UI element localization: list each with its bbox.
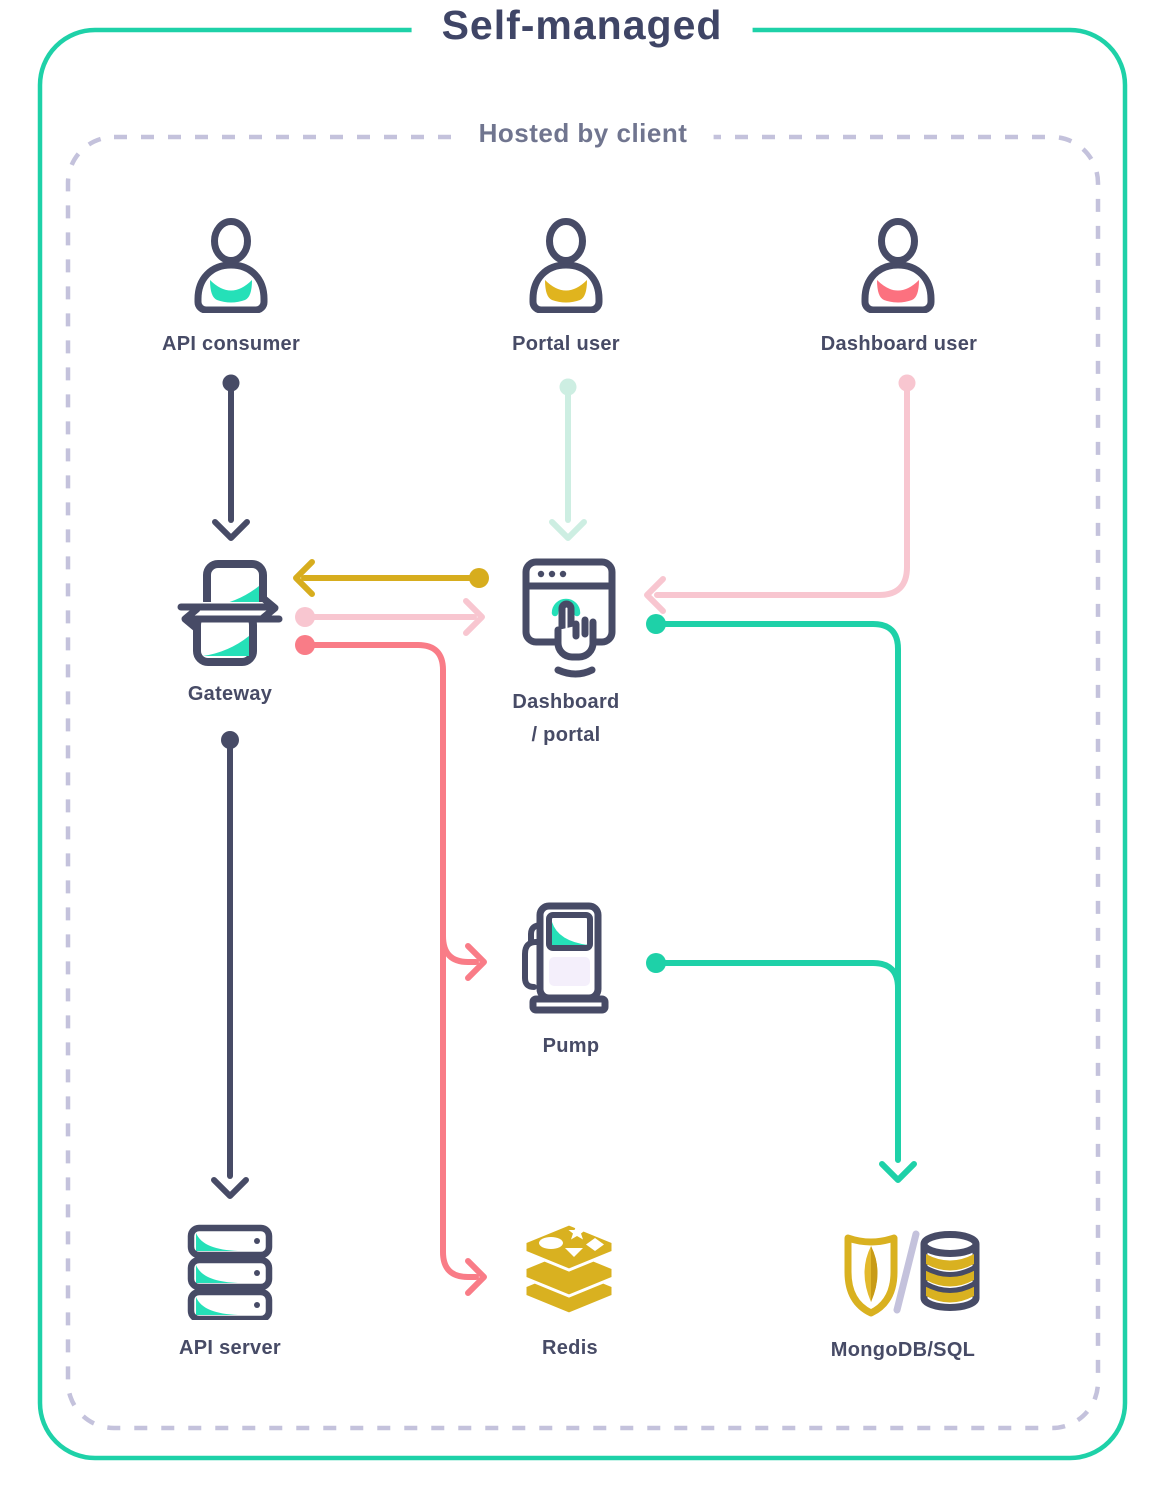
mongodb-sql-icon xyxy=(844,1230,980,1317)
edge-pump-to-mongodb xyxy=(646,953,901,991)
gateway-icon xyxy=(175,560,285,666)
api-server-node xyxy=(185,1222,275,1320)
edge-gateway-to-api-server xyxy=(211,731,249,1199)
dashboard-icon xyxy=(522,558,616,678)
dashboard-user-node xyxy=(853,218,943,313)
dashboard-portal-node xyxy=(514,556,624,678)
edge-api-consumer-to-gateway xyxy=(212,374,250,541)
pump-label: Pump xyxy=(542,1035,600,1057)
user-icon xyxy=(861,218,935,313)
pump-node xyxy=(512,900,624,1015)
redis-node xyxy=(513,1218,625,1320)
user-icon xyxy=(194,218,268,313)
gateway-label: Gateway xyxy=(187,683,273,705)
user-icon xyxy=(529,218,603,313)
redis-label: Redis xyxy=(542,1337,598,1359)
edge-dashboard-user-to-dashboard xyxy=(644,374,916,614)
mongodb-sql-node xyxy=(820,1226,986,1318)
redis-icon xyxy=(523,1222,615,1316)
dashboard-portal-label: Dashboard / portal xyxy=(512,686,619,752)
api-consumer-node xyxy=(186,218,276,313)
portal-user-label: Portal user xyxy=(512,333,620,355)
server-icon xyxy=(187,1224,273,1320)
edge-portal-user-to-dashboard xyxy=(549,378,587,541)
dashboard-portal-label-line1: Dashboard xyxy=(512,691,620,713)
edge-gateway-to-pump-redis xyxy=(295,635,487,1296)
hosted-by-client-title: Hosted by client xyxy=(452,118,714,149)
mongodb-sql-label: MongoDB/SQL xyxy=(830,1339,976,1361)
edge-gateway-to-dashboard xyxy=(295,598,485,636)
api-consumer-label: API consumer xyxy=(161,333,301,355)
edge-dashboard-to-mongodb xyxy=(646,614,917,1183)
dashboard-user-label: Dashboard user xyxy=(820,333,978,355)
api-server-label: API server xyxy=(179,1337,281,1359)
dashboard-portal-label-line2: / portal xyxy=(531,724,601,746)
gateway-node xyxy=(175,556,285,666)
self-managed-title: Self-managed xyxy=(411,2,753,49)
portal-user-node xyxy=(521,218,611,313)
edge-dashboard-to-gateway xyxy=(293,559,489,597)
pump-icon xyxy=(522,902,609,1014)
